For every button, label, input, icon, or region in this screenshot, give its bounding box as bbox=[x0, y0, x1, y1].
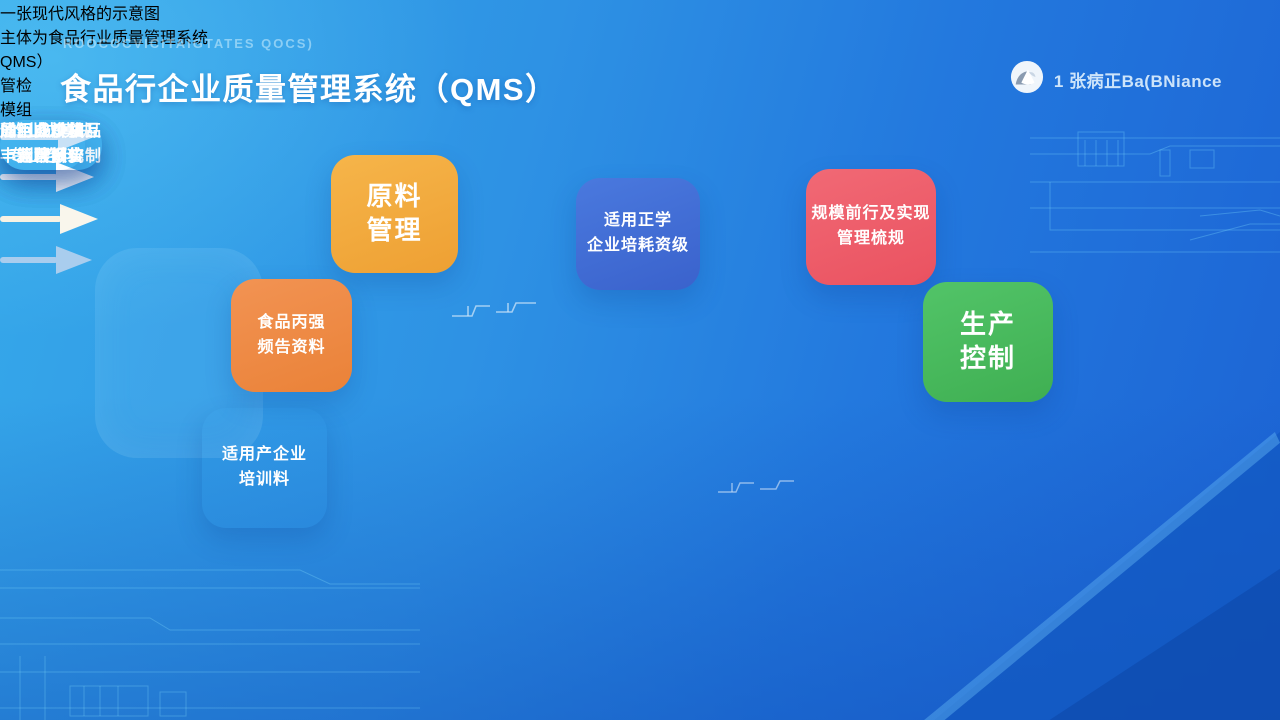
slide-eyebrow-text: ROOCOCVICITAIGTATES QOCS) bbox=[63, 36, 314, 51]
node-bottom-orange: 展示多个相互 运营报告 bbox=[0, 120, 102, 170]
node-production-control: 生产 控制 bbox=[923, 282, 1053, 402]
arrow-right-icon bbox=[0, 120, 1280, 159]
arrow-right-icon bbox=[0, 159, 1280, 200]
node-label: 培训料 bbox=[238, 471, 290, 488]
node-label: 企业培耗资级 bbox=[586, 237, 689, 254]
node-bottom-red: 适用业炒货品 管理系统 bbox=[0, 120, 102, 170]
circuit-pattern-bottom-left bbox=[0, 560, 420, 720]
node-label: 运营报告 bbox=[17, 147, 86, 165]
node-left-green: 适用产企业 培训料 bbox=[202, 408, 327, 528]
node-bottom-middle: 的组成模块 专业连料 bbox=[0, 120, 85, 170]
center-description-panel: 一张现代风格的示意图 主体为食品行业质量管理系统 QMS） bbox=[0, 0, 1280, 72]
node-label: 规模前行及实现 bbox=[811, 205, 931, 223]
sparkle-decoration bbox=[716, 478, 796, 503]
node-left-orange: 食品丙强 频告资料 bbox=[231, 279, 352, 392]
panel-line-3: QMS） bbox=[0, 54, 53, 71]
node-label: 的业成模块 bbox=[8, 123, 94, 140]
node-top-right: 规模前行及实现 管理梳规 bbox=[806, 169, 936, 285]
node-label: 食品丙强 bbox=[257, 313, 326, 331]
brand-badge: 1 张病正Ba(BNiance bbox=[1010, 60, 1222, 99]
node-label: 丰业培训实制 bbox=[0, 147, 103, 165]
node-label: 展示多个相互 bbox=[0, 123, 103, 140]
sparkle-decoration bbox=[450, 298, 540, 327]
logo-cloud-icon bbox=[1010, 60, 1044, 99]
node-right-light-blue: 的业成模块 丰业培训实制 bbox=[0, 120, 102, 170]
brand-name-text: 1 张病正Ba(BNiance bbox=[1053, 72, 1222, 91]
node-label: 管理梳规 bbox=[836, 230, 905, 247]
arrow-right-icon bbox=[0, 200, 1280, 243]
node-label: 专业连料 bbox=[8, 147, 77, 165]
node-label: 原料 bbox=[366, 181, 423, 212]
pill-badge-right: 模组 bbox=[0, 102, 33, 119]
node-top-middle: 适用正学 企业培耗资级 bbox=[576, 178, 700, 290]
pill-badge-left: 管检 bbox=[0, 78, 33, 95]
panel-line-1: 一张现代风格的示意图 bbox=[0, 6, 161, 23]
node-label: 的组成模块 bbox=[0, 123, 86, 140]
node-label: 频告资料 bbox=[257, 338, 326, 356]
node-raw-material-management: 原料 管理 bbox=[331, 155, 458, 273]
node-label: 控制 bbox=[959, 343, 1016, 373]
node-label: 适用产企业 bbox=[221, 446, 307, 464]
node-label: 管理系统 bbox=[17, 147, 86, 165]
page-title: 食品行企业质量管理系统（QMS） bbox=[60, 72, 558, 107]
panel-line-2: 主体为食品行业质量管理系统 bbox=[0, 30, 209, 47]
node-label: 管理 bbox=[366, 215, 423, 245]
arrow-right-icon bbox=[0, 243, 1280, 282]
node-label: 适用业炒货品 bbox=[0, 123, 103, 140]
node-label: 生产 bbox=[959, 309, 1016, 340]
node-label: 适用正学 bbox=[603, 212, 672, 230]
